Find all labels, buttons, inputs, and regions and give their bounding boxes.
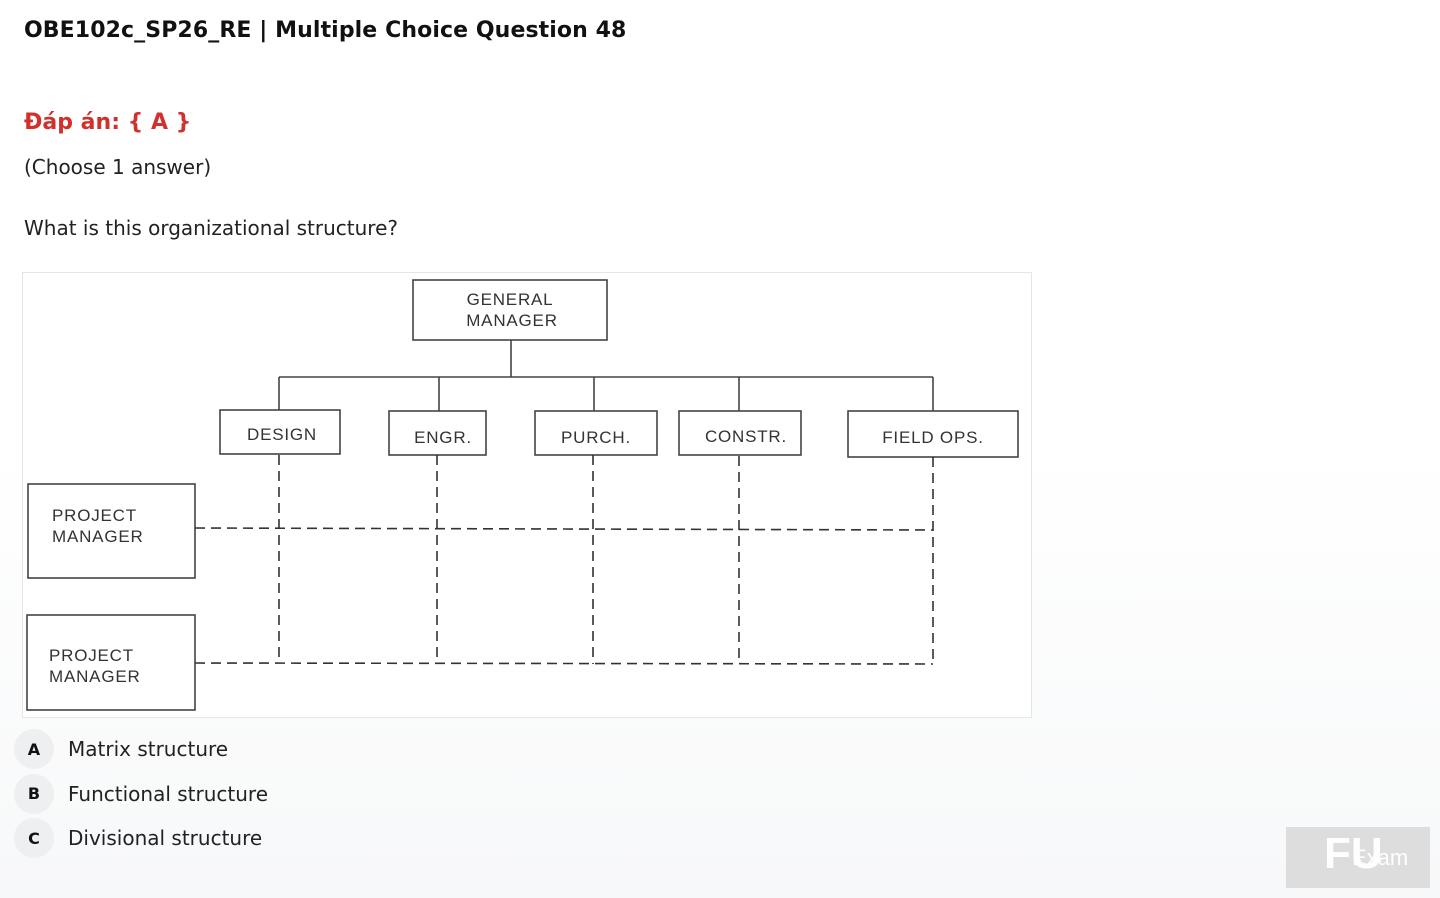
- option-letter-badge: B: [14, 773, 54, 814]
- project-manager-1-label-line2: MANAGER: [52, 527, 144, 546]
- option-label: Functional structure: [68, 781, 268, 806]
- answer-options: A Matrix structure B Functional structur…: [14, 729, 268, 863]
- general-manager-box: [412, 279, 608, 341]
- project-manager-box-1: [27, 483, 196, 579]
- option-a[interactable]: A Matrix structure: [14, 729, 268, 769]
- matrix-org-diagram: GENERAL MANAGER DESIGN ENGR. PURCH. CONS…: [26, 279, 1019, 711]
- general-manager-label-line2: MANAGER: [466, 311, 558, 330]
- answer-instruction: (Choose 1 answer): [24, 155, 212, 179]
- dept-label-purch: PURCH.: [561, 428, 631, 447]
- dept-box-design: [219, 409, 341, 455]
- org-chart-image: GENERAL MANAGER DESIGN ENGR. PURCH. CONS…: [22, 272, 1032, 718]
- dept-label-design: DESIGN: [247, 425, 317, 444]
- project-manager-2-label-line1: PROJECT: [49, 646, 134, 665]
- answer-key: Đáp án: { A }: [24, 110, 192, 135]
- page-title: OBE102c_SP26_RE | Multiple Choice Questi…: [24, 18, 627, 43]
- dept-box-purch: [534, 410, 658, 456]
- dept-label-engr: ENGR.: [414, 428, 472, 447]
- option-letter-badge: C: [14, 818, 54, 858]
- option-letter-badge: A: [14, 729, 54, 769]
- option-label: Divisional structure: [68, 826, 263, 850]
- watermark-logo-mark: FU: [1324, 829, 1383, 878]
- option-c[interactable]: C Divisional structure: [14, 818, 268, 858]
- project-manager-box-2: [26, 614, 196, 711]
- option-label: Matrix structure: [68, 737, 229, 761]
- project-manager-2-label-line2: MANAGER: [49, 667, 141, 686]
- project-manager-1-label-line1: PROJECT: [52, 506, 137, 525]
- fu-exam-watermark-logo: FU Exam: [1286, 827, 1430, 888]
- option-b[interactable]: B Functional structure: [14, 773, 268, 814]
- dept-label-constr: CONSTR.: [705, 427, 787, 446]
- general-manager-label-line1: GENERAL: [467, 290, 554, 309]
- dept-label-field-ops: FIELD OPS.: [882, 428, 984, 447]
- watermark-brand-text: Exam: [1352, 845, 1409, 870]
- question-text: What is this organizational structure?: [24, 216, 398, 240]
- dept-box-constr: [678, 410, 802, 456]
